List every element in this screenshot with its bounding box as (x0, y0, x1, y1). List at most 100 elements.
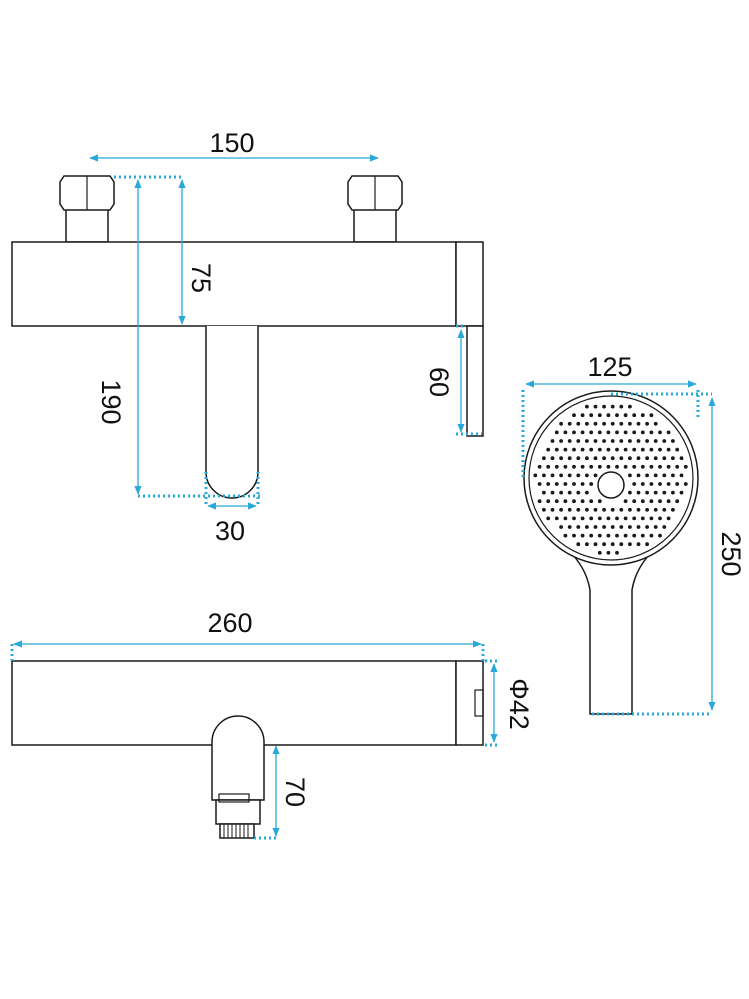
spray-hole (658, 516, 662, 521)
spray-hole (572, 499, 576, 504)
spray-hole (628, 421, 632, 426)
spray-hole (576, 456, 581, 461)
spray-hole (679, 456, 684, 461)
spray-hole (572, 516, 576, 521)
spray-hole (559, 473, 563, 478)
spray-hole (554, 464, 559, 469)
spray-hole (645, 525, 649, 529)
handshower-head-inner (528, 395, 694, 561)
spray-hole (628, 473, 632, 478)
spray-hole (589, 464, 594, 469)
spray-hole (585, 439, 589, 443)
spray-hole (645, 421, 649, 426)
spray-hole (619, 507, 624, 512)
spray-hole (563, 516, 568, 521)
dim-text-125: 125 (587, 352, 632, 382)
spray-hole (671, 490, 675, 495)
dimension-outlet-drop: 70 (254, 745, 310, 840)
spray-hole (585, 456, 589, 461)
spray-hole (610, 507, 615, 512)
spray-hole (533, 473, 538, 478)
spray-hole (559, 525, 563, 529)
spray-hole (628, 525, 632, 529)
spray-hole (610, 439, 615, 443)
spray-hole (623, 516, 628, 521)
spray-hole (636, 542, 641, 547)
spray-hole (666, 447, 671, 452)
spray-hole (645, 542, 649, 547)
spray-hole (671, 507, 675, 512)
spray-hole (671, 456, 675, 461)
spray-hole (640, 464, 645, 469)
spray-hole (645, 439, 649, 443)
spray-hole (671, 439, 675, 443)
spray-hole (610, 542, 615, 547)
spray-hole (550, 473, 555, 478)
spray-hole (662, 456, 667, 461)
left-inlet (59, 175, 115, 243)
spray-hole (632, 516, 637, 521)
spray-hole (542, 507, 546, 512)
spray-hole (615, 533, 619, 538)
spray-hole (636, 490, 641, 495)
spray-hole (597, 499, 602, 504)
spout (205, 326, 259, 499)
spray-hole (585, 507, 589, 512)
spray-hole (559, 507, 563, 512)
spray-hole (585, 542, 589, 547)
dimension-total-height: 190 (96, 179, 142, 495)
spray-hole (615, 464, 619, 469)
spray-hole (628, 439, 632, 443)
spray-hole (653, 439, 658, 443)
spray-hole (572, 482, 576, 486)
spray-hole (567, 507, 572, 512)
spray-hole (615, 447, 619, 452)
spray-hole (640, 447, 645, 452)
spray-hole (640, 533, 645, 538)
spray-hole (589, 482, 594, 486)
spray-hole (580, 413, 585, 418)
dim-text-30: 30 (215, 516, 245, 546)
spray-hole (554, 482, 559, 486)
spray-hole (636, 525, 641, 529)
spray-hole (589, 533, 594, 538)
spray-hole (589, 516, 594, 521)
spray-hole (679, 490, 684, 495)
spray-hole (662, 525, 667, 529)
spray-hole (640, 413, 645, 418)
dim-text-phi42: Φ42 (504, 678, 534, 730)
spray-hole (619, 439, 624, 443)
spray-hole (593, 542, 598, 547)
spray-hole (632, 482, 637, 486)
spray-hole (567, 473, 572, 478)
dim-text-60: 60 (424, 367, 454, 397)
spray-hole (576, 439, 581, 443)
spray-hole (554, 516, 559, 521)
spray-hole (567, 525, 572, 529)
spray-hole (602, 439, 606, 443)
spray-hole (563, 482, 568, 486)
spray-hole (658, 447, 662, 452)
spray-hole (636, 421, 641, 426)
spray-hole (653, 456, 658, 461)
spray-hole (632, 533, 637, 538)
spray-hole (602, 456, 606, 461)
spray-hole (606, 516, 611, 521)
spray-hole (554, 499, 559, 504)
spray-hole (619, 421, 624, 426)
spray-hole (542, 473, 546, 478)
spray-hole (580, 482, 585, 486)
spray-hole (666, 482, 671, 486)
spray-hole (615, 430, 619, 435)
spray-hole (567, 490, 572, 495)
spray-hole (632, 413, 637, 418)
spray-hole (658, 499, 662, 504)
dim-text-260: 260 (207, 608, 252, 638)
spray-hole (593, 456, 598, 461)
spray-hole (589, 430, 594, 435)
spray-hole (567, 456, 572, 461)
spray-hole (666, 464, 671, 469)
dimension-lever-drop: 60 (424, 324, 482, 436)
spray-hole (585, 525, 589, 529)
